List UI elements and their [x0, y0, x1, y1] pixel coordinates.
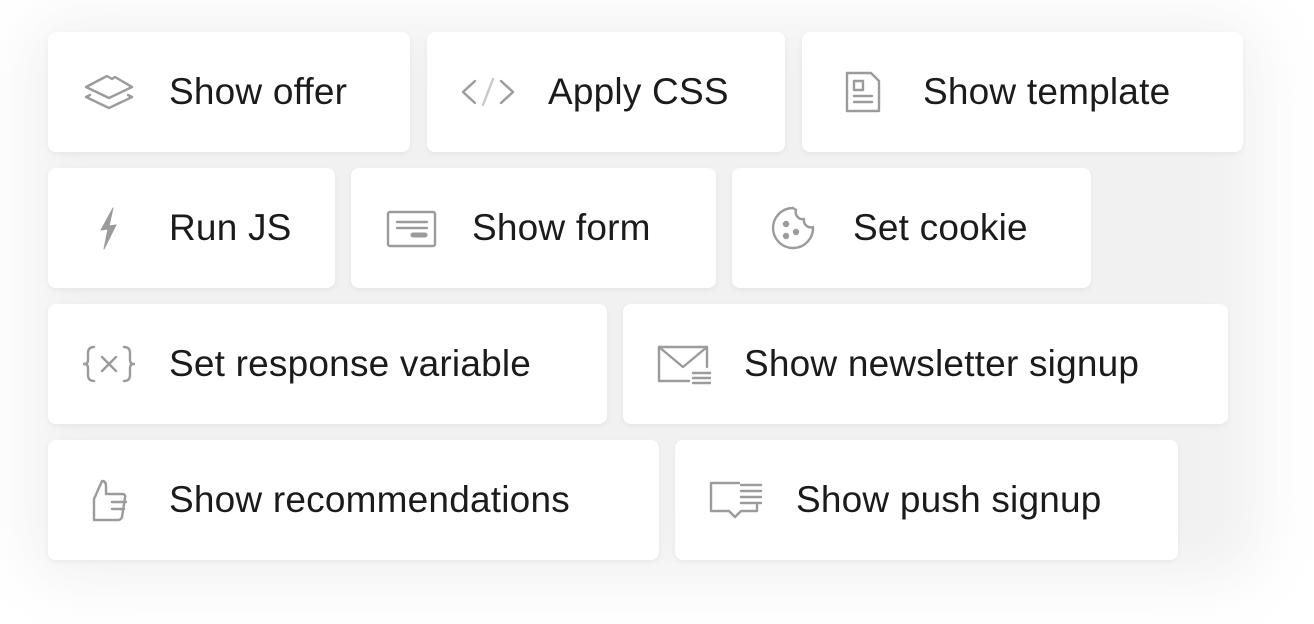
- action-label: Set response variable: [169, 343, 532, 384]
- show-offer-button[interactable]: Show offer: [48, 32, 410, 152]
- show-push-signup-button[interactable]: Show push signup: [675, 440, 1178, 560]
- chat-bubble-icon: [709, 477, 763, 523]
- show-form-button[interactable]: Show form: [351, 168, 716, 288]
- set-cookie-button[interactable]: Set cookie: [732, 168, 1091, 288]
- thumbs-up-icon: [82, 477, 136, 523]
- variable-icon: [82, 341, 136, 387]
- run-js-button[interactable]: Run JS: [48, 168, 335, 288]
- apply-css-button[interactable]: Apply CSS: [427, 32, 785, 152]
- action-label: Show offer: [169, 71, 348, 112]
- action-label: Show template: [923, 71, 1171, 112]
- show-recommendations-button[interactable]: Show recommendations: [48, 440, 659, 560]
- action-label: Show recommendations: [169, 479, 570, 520]
- action-label: Show newsletter signup: [744, 343, 1140, 384]
- action-label: Apply CSS: [548, 71, 729, 112]
- lightning-icon: [82, 205, 136, 251]
- form-icon: [385, 205, 439, 251]
- show-template-button[interactable]: Show template: [802, 32, 1243, 152]
- envelope-icon: [657, 341, 711, 387]
- set-response-variable-button[interactable]: Set response variable: [48, 304, 607, 424]
- action-label: Run JS: [169, 207, 292, 248]
- action-label: Set cookie: [853, 207, 1028, 248]
- layers-icon: [82, 69, 136, 115]
- code-icon: [461, 69, 515, 115]
- action-label: Show form: [472, 207, 651, 248]
- action-label: Show push signup: [796, 479, 1102, 520]
- show-newsletter-signup-button[interactable]: Show newsletter signup: [623, 304, 1228, 424]
- cookie-icon: [766, 205, 820, 251]
- document-icon: [836, 69, 890, 115]
